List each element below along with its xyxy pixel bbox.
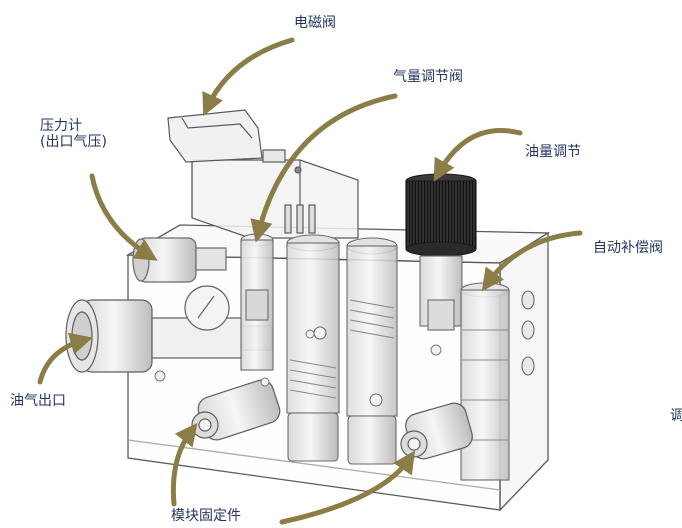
label-auto-comp-valve: 自动补偿阀 bbox=[593, 240, 663, 256]
label-pressure-gauge-line2: (出口气压) bbox=[40, 134, 107, 150]
label-pressure-gauge-line1: 压力计 bbox=[40, 118, 82, 134]
arrow-solenoid-valve bbox=[202, 37, 295, 117]
label-oil-gas-outlet: 油气出口 bbox=[10, 393, 66, 409]
label-gas-valve: 气量调节阀 bbox=[393, 69, 463, 85]
arrow-oil-gas-outlet bbox=[37, 332, 93, 385]
gas-adjust-cartridge bbox=[240, 233, 274, 371]
module-fixture-right bbox=[400, 402, 473, 460]
solenoid-valve-body bbox=[167, 109, 359, 239]
arrow-module-fixture-left bbox=[170, 422, 198, 507]
arrow-pressure-gauge bbox=[89, 173, 158, 261]
label-cut-char: 调 bbox=[670, 408, 682, 424]
block-screws bbox=[154, 329, 442, 387]
arrow-gas-valve bbox=[250, 93, 398, 243]
module-fixture-left bbox=[191, 379, 281, 441]
label-oil-adjust: 油量调节 bbox=[525, 144, 581, 160]
auto-comp-cartridge bbox=[460, 282, 510, 481]
valve-cartridge-a bbox=[286, 234, 340, 462]
arrow-auto-comp bbox=[481, 230, 583, 292]
oil-adjust-knob bbox=[405, 173, 477, 331]
arrow-oil-adjust bbox=[433, 127, 523, 182]
label-pressure-gauge: 压力计 (出口气压) bbox=[40, 118, 107, 150]
label-solenoid-valve: 电磁阀 bbox=[294, 15, 336, 31]
label-module-fixture: 模块固定件 bbox=[171, 508, 241, 524]
inspection-window bbox=[184, 285, 230, 331]
valve-cartridge-b bbox=[346, 237, 398, 465]
arrow-module-fixture-right bbox=[279, 450, 415, 525]
side-ports bbox=[521, 290, 535, 376]
